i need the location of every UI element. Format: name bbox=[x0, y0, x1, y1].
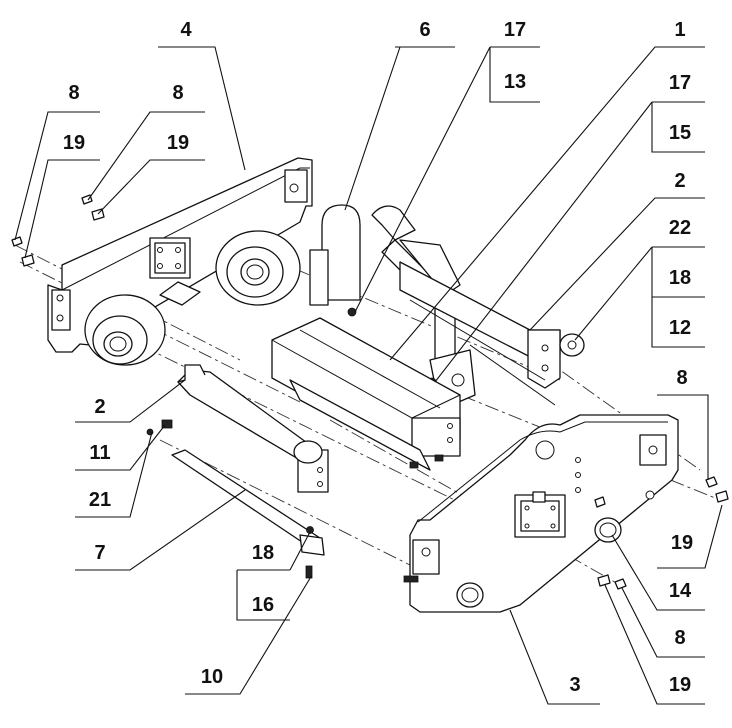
callout-15: 15 bbox=[669, 122, 691, 144]
callout-16: 16 bbox=[252, 594, 274, 616]
callout-4: 4 bbox=[180, 19, 192, 41]
callout-21: 21 bbox=[89, 489, 111, 511]
right-side-plate bbox=[403, 414, 679, 613]
callout-2-lower: 2 bbox=[94, 396, 105, 418]
callout-17-upper: 17 bbox=[504, 19, 526, 41]
fasteners bbox=[11, 194, 729, 590]
callout-22: 22 bbox=[669, 217, 691, 239]
callout-19-right: 19 bbox=[671, 532, 693, 554]
callout-18-lower: 18 bbox=[252, 542, 274, 564]
left-plate-bearing-lower bbox=[84, 294, 166, 366]
callout-10: 10 bbox=[201, 666, 223, 688]
callout-12: 12 bbox=[669, 317, 691, 339]
center-channel bbox=[271, 317, 461, 471]
callout-7: 7 bbox=[94, 542, 105, 564]
flat-bar-7 bbox=[171, 449, 325, 579]
callout-8-right: 8 bbox=[676, 367, 687, 389]
callout-2-upper: 2 bbox=[674, 170, 685, 192]
lower-shaft-assembly bbox=[146, 364, 329, 493]
callout-8-far-left: 8 bbox=[68, 82, 79, 104]
callout-13: 13 bbox=[504, 71, 526, 93]
callout-19-far-left: 19 bbox=[63, 132, 85, 154]
callout-14: 14 bbox=[669, 580, 692, 602]
callout-8-lower-right: 8 bbox=[674, 627, 685, 649]
callout-11: 11 bbox=[89, 442, 110, 464]
callout-19-lower-right: 19 bbox=[669, 674, 691, 696]
callout-labels: 4 6 17 13 1 17 15 2 22 18 12 8 19 8 19 2… bbox=[63, 19, 693, 696]
callout-1: 1 bbox=[674, 19, 685, 41]
callout-17-lower: 17 bbox=[669, 72, 691, 94]
left-plate-bearing-upper bbox=[215, 230, 301, 306]
leader-lines bbox=[14, 46, 723, 705]
callout-3: 3 bbox=[569, 674, 580, 696]
callout-18-upper: 18 bbox=[669, 267, 691, 289]
washer-22 bbox=[559, 333, 585, 357]
callout-6: 6 bbox=[419, 19, 430, 41]
callout-8-left: 8 bbox=[172, 82, 183, 104]
callout-19-left: 19 bbox=[167, 132, 189, 154]
